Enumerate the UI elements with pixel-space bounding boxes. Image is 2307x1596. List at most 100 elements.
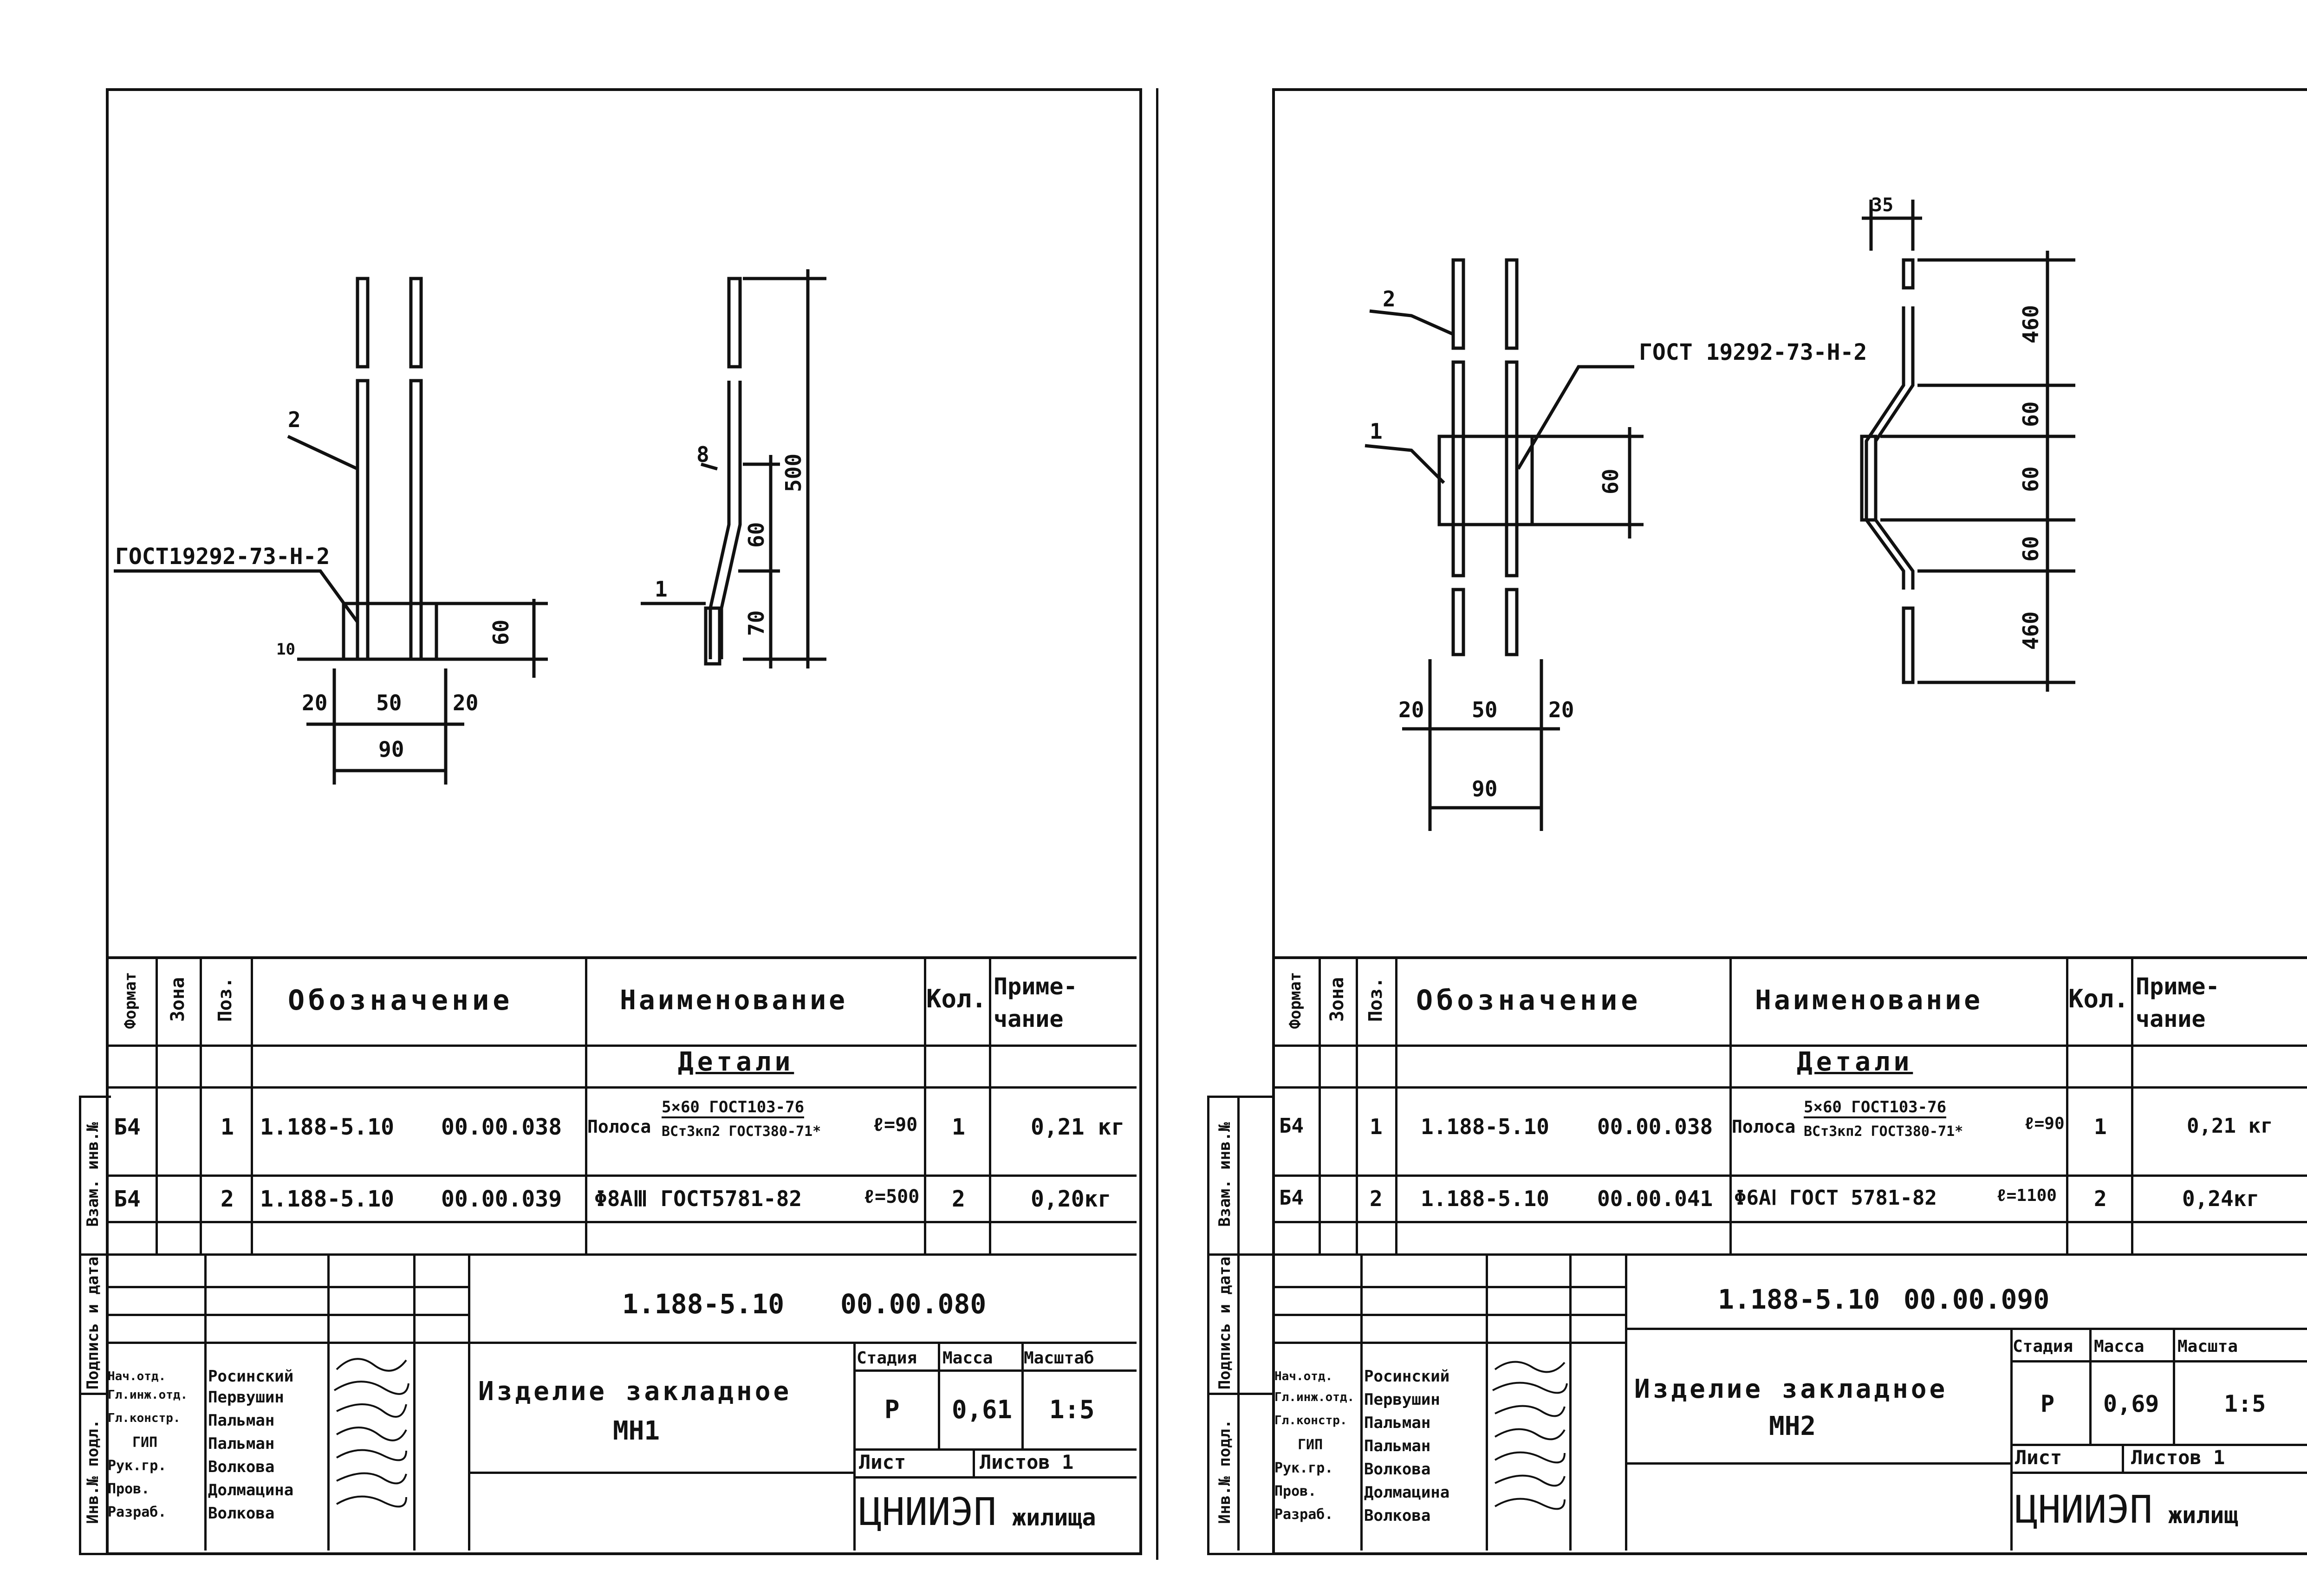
row2-des-a: 1.188-5.10: [260, 1186, 394, 1212]
row2-des-a-2: 1.188-5.10: [1421, 1186, 1549, 1211]
side-label-podl: Инв.№ подл.: [84, 1419, 102, 1524]
dim-label: 60: [488, 620, 513, 645]
dim-label: 10: [276, 640, 295, 659]
row2-des-b-2: 00.00.041: [1597, 1186, 1713, 1211]
row1-len: ℓ=90: [873, 1114, 918, 1135]
drawing-sheet-2: [1272, 88, 2307, 1555]
stage-label: Стадия: [857, 1349, 917, 1368]
dim-label: 1: [655, 577, 668, 602]
dim-label: 50: [376, 690, 402, 715]
dim-label: 460: [2018, 611, 2043, 650]
org-small-2: жилищ: [2168, 1502, 2238, 1529]
dim-label: 20: [1548, 697, 1574, 722]
dim-label: 90: [1472, 776, 1497, 801]
dim-label: 20: [302, 690, 327, 715]
scale-label: Масштаб: [1024, 1349, 1094, 1368]
name-4-2: Пальман: [1364, 1437, 1431, 1455]
hdr-zone-2: Зона: [1326, 977, 1348, 1022]
side-stamp-2: [1207, 1096, 1274, 1555]
row2-len-2: ℓ=1100: [1996, 1186, 2057, 1205]
mass-label-2: Масса: [2094, 1337, 2145, 1356]
dim-label: 60: [744, 522, 769, 548]
product-line2-2: МН2: [1769, 1411, 1816, 1441]
role-1: Нач.отд.: [108, 1369, 166, 1383]
org-big: ЦНИИЭП: [859, 1490, 997, 1534]
hdr-name-2: Наименование: [1755, 984, 1983, 1016]
row2-format: Б4: [114, 1186, 141, 1212]
doc-number: 1.188-5.10: [622, 1288, 785, 1320]
name-3-2: Пальман: [1364, 1414, 1431, 1432]
dim-label: 8: [696, 442, 709, 467]
scale-value: 1:5: [1049, 1395, 1095, 1424]
doc-code: 00.00.080: [840, 1288, 987, 1320]
stage-value-2: Р: [2041, 1390, 2055, 1417]
mass-value-2: 0,69: [2103, 1390, 2159, 1417]
row1-note: 0,21 кг: [1031, 1114, 1125, 1140]
stage-value: Р: [884, 1395, 900, 1424]
row2-des-b: 00.00.039: [441, 1186, 562, 1212]
row2-format-2: Б4: [1279, 1186, 1304, 1210]
signatures-2: [1492, 1361, 1568, 1510]
row2-pos-2: 2: [1370, 1186, 1383, 1211]
hdr-zone: Зона: [167, 977, 188, 1022]
product-line1-2: Изделие закладное: [1634, 1374, 1948, 1404]
mass-value: 0,61: [952, 1395, 1013, 1424]
row2-note-2: 0,24кг: [2182, 1186, 2260, 1211]
row1-name-2: Полоса: [1732, 1116, 1796, 1137]
dim-label: 60: [1598, 469, 1623, 494]
role-7: Разраб.: [108, 1504, 167, 1520]
row1-note-2: 0,21 кг: [2187, 1114, 2273, 1138]
dim-label: 60: [2018, 402, 2043, 427]
row1-des-a: 1.188-5.10: [260, 1114, 394, 1140]
row1-name-top: 5×60 ГОСТ103-76: [662, 1098, 805, 1118]
hdr-format: Формат: [121, 972, 140, 1029]
role-3: Гл.констр.: [108, 1411, 181, 1425]
dim-label: 20: [1398, 697, 1424, 722]
signatures-1: [333, 1358, 409, 1508]
role-1-2: Нач.отд.: [1274, 1369, 1333, 1383]
row2-note: 0,20кг: [1031, 1186, 1111, 1212]
sheets-label: Листов 1: [980, 1451, 1074, 1473]
row1-name-bot-2: ВСт3кп2 ГОСТ380-71*: [1804, 1123, 1963, 1140]
side-stamp-1: [79, 1096, 111, 1555]
role-6: Пров.: [108, 1481, 150, 1497]
row1-qty: 1: [952, 1114, 965, 1140]
doc-number-2: 1.188-5.10: [1718, 1284, 1880, 1315]
name-1: Росинский: [208, 1367, 294, 1386]
name-2: Первушин: [208, 1388, 284, 1407]
weld-note: ГОСТ19292-73-Н-2: [115, 544, 330, 570]
hdr-pos-2: Поз.: [1365, 977, 1386, 1022]
dim-label: 90: [378, 737, 404, 762]
dim-label: 500: [781, 454, 806, 492]
name-1-2: Росинский: [1364, 1367, 1450, 1386]
row2-name-2: Φ6АⅠ ГОСТ 5781-82: [1734, 1186, 1937, 1210]
dim-label: 70: [744, 610, 769, 636]
role-2: Гл.инж.отд.: [108, 1388, 188, 1402]
dim-label: 20: [453, 690, 478, 715]
row1-format: Б4: [114, 1114, 141, 1140]
dim-label: 2: [288, 407, 301, 432]
dim-label: 50: [1472, 697, 1497, 722]
sheets-label-2: Листов 1: [2131, 1446, 2225, 1469]
dim-label: 1: [1370, 419, 1383, 444]
hdr-designation: Обозначение: [288, 984, 513, 1017]
row1-name-bot: ВСт3кп2 ГОСТ380-71*: [662, 1123, 821, 1140]
mass-label: Масса: [942, 1349, 993, 1368]
scale-value-2: 1:5: [2224, 1390, 2266, 1417]
side-label-podl-2: Инв.№ подл.: [1215, 1419, 1234, 1524]
dim-label: 2: [1383, 286, 1396, 311]
section-details: Детали: [678, 1047, 794, 1077]
row2-pos: 2: [221, 1186, 234, 1212]
name-7-2: Волкова: [1364, 1506, 1431, 1525]
dim-label: 460: [2018, 305, 2043, 344]
row1-format-2: Б4: [1279, 1114, 1304, 1138]
name-5: Волкова: [208, 1458, 275, 1476]
doc-code-2: 00.00.090: [1904, 1284, 2050, 1315]
sheet-1-drawing: 2 10 20 50 20 90 60 8 1 60 70 500 ГОСТ19…: [114, 269, 826, 785]
name-5-2: Волкова: [1364, 1460, 1431, 1479]
name-6: Долмацина: [208, 1481, 294, 1499]
sheet-1-right-edge: [1156, 88, 1158, 1560]
role-3-2: Гл.констр.: [1274, 1414, 1347, 1427]
hdr-name: Наименование: [620, 984, 848, 1016]
hdr-note: Приме-чание: [994, 973, 1078, 1032]
